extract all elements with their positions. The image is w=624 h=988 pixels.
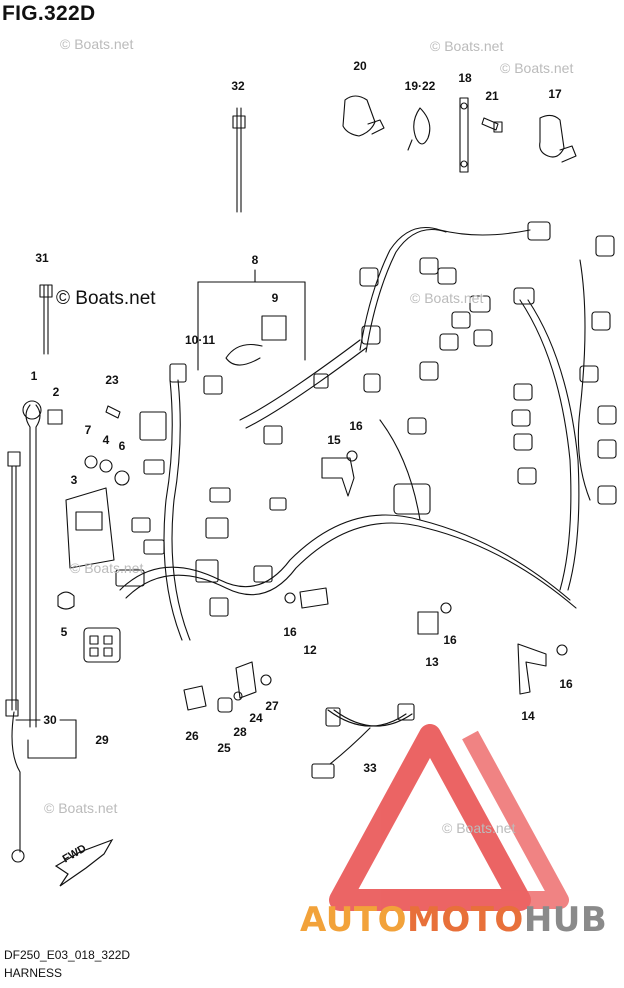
callout-13: 13 [425, 655, 439, 669]
watermark: © Boats.net [44, 800, 118, 816]
part-31-tie [39, 284, 53, 355]
part-25-cap [217, 697, 233, 713]
callout-4: 4 [102, 433, 110, 447]
watermark: © Boats.net [410, 290, 484, 306]
watermark: © Boats.net [430, 38, 504, 54]
callout-2: 2 [52, 385, 60, 399]
part-23-bolt [105, 405, 121, 419]
callout-5: 5 [60, 625, 68, 639]
automotohub-logo: AUTOMOTOHUB [300, 900, 607, 940]
callout-12: 12 [303, 643, 317, 657]
fwd-arrow-icon [54, 838, 114, 887]
callout-33: 33 [363, 761, 377, 775]
callout-16: 16 [443, 633, 457, 647]
callout-25: 25 [217, 741, 231, 755]
part-1-cable [7, 400, 42, 728]
part-16-bolt-a [346, 450, 358, 462]
callout-10-11: 10·11 [184, 333, 216, 347]
callout-17: 17 [548, 87, 562, 101]
part-32-tie [232, 107, 246, 213]
connectors-right [359, 221, 617, 515]
callout-27: 27 [265, 699, 279, 713]
part-6-grommet [114, 470, 130, 486]
logo-moto: MOTO [406, 900, 524, 940]
part-9-relay [225, 315, 287, 366]
part-21-bolt [481, 117, 503, 133]
part-3-plate [65, 487, 115, 569]
watermark: © Boats.net [70, 560, 144, 576]
watermark-dark: © Boats.net [56, 288, 156, 309]
figure-caption: HARNESS [4, 966, 63, 980]
callout-29: 29 [95, 733, 109, 747]
watermark: © Boats.net [60, 36, 134, 52]
callout-30: 30 [43, 713, 57, 727]
watermark: © Boats.net [500, 60, 574, 76]
part-16-bolt-d [556, 644, 568, 656]
part-15-bracket [321, 457, 355, 497]
part-12-plate [299, 587, 329, 609]
callout-16: 16 [559, 677, 573, 691]
main-harness [119, 226, 591, 641]
callout-18: 18 [458, 71, 472, 85]
part-2-nut [47, 409, 63, 425]
callout-9: 9 [271, 291, 279, 305]
part-16-bolt-b [284, 592, 296, 604]
part-27-bolt [260, 674, 272, 686]
logo-emblem [329, 724, 569, 911]
part-33-subharness [311, 703, 415, 779]
part-19-22-clip [407, 107, 431, 151]
callout-21: 21 [485, 89, 499, 103]
callout-15: 15 [327, 433, 341, 447]
part-28-washer [233, 691, 243, 701]
callout-16: 16 [283, 625, 297, 639]
part-13-bracket [417, 611, 439, 635]
figure-code: DF250_E03_018_322D [4, 948, 131, 962]
logo-auto: AUTO [300, 900, 407, 940]
part-14-bracket [517, 643, 547, 695]
callout-20: 20 [353, 59, 367, 73]
part-20-clamp [342, 95, 385, 137]
part-29-lead [5, 699, 25, 863]
connector-main [83, 627, 121, 663]
callout-31: 31 [35, 251, 49, 265]
callout-7: 7 [84, 423, 92, 437]
callout-32: 32 [231, 79, 245, 93]
callout-8: 8 [251, 253, 259, 267]
callout-26: 26 [185, 729, 199, 743]
watermark: © Boats.net [442, 820, 516, 836]
part-17-clamp [539, 114, 577, 163]
callout-19-22: 19·22 [404, 79, 436, 93]
callout-3: 3 [70, 473, 78, 487]
callout-6: 6 [118, 439, 126, 453]
part-16-bolt-c [440, 602, 452, 614]
part-26-cap [183, 685, 207, 711]
part-18-bracket [459, 97, 469, 173]
callout-bracket-8 [197, 269, 306, 371]
part-24-bracket [235, 661, 257, 699]
callout-14: 14 [521, 709, 535, 723]
callout-28: 28 [233, 725, 247, 739]
part-4-washer [99, 459, 113, 473]
callout-23: 23 [105, 373, 119, 387]
part-5-cap [57, 591, 75, 610]
part-7-bolt [84, 455, 98, 469]
connectors-center [115, 363, 329, 617]
callout-16: 16 [349, 419, 363, 433]
figure-title: FIG.322D [2, 2, 96, 25]
callout-bracket-29-30 [15, 719, 77, 759]
callout-1: 1 [30, 369, 38, 383]
callout-24: 24 [249, 711, 263, 725]
logo-hub: HUB [523, 900, 608, 940]
